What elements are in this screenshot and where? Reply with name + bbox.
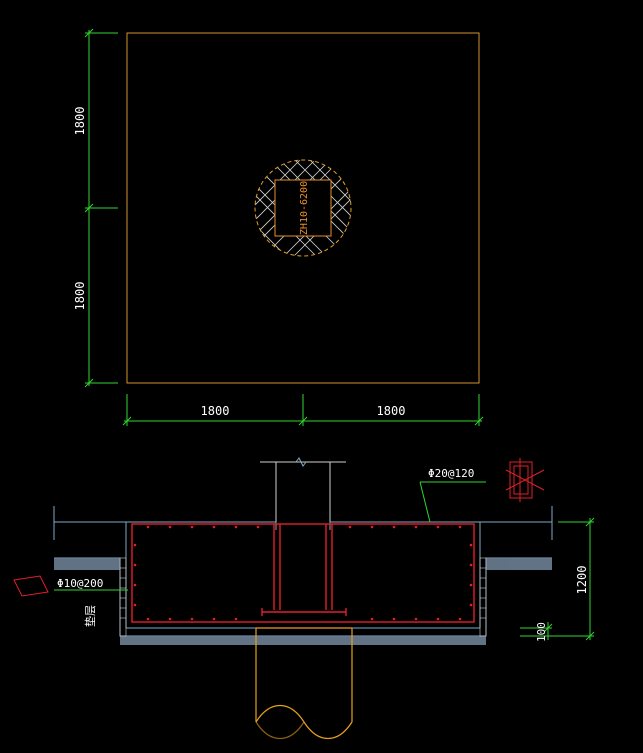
section-cut-symbol (505, 458, 545, 502)
section-view: Φ20@120 Φ10@200 垫层 1200 100 (13, 457, 595, 739)
ground-slab-line (53, 506, 553, 540)
brick-wall-right (479, 557, 487, 637)
rebar-dots (133, 525, 473, 621)
pile-plan-symbol: ZH10-6200 (254, 159, 352, 257)
plan-dim-bottom-left: 1800 (201, 404, 230, 418)
pile-cap-plan-outline (126, 32, 480, 384)
plan-dim-left-top: 1800 (73, 107, 87, 136)
rebar-cage (131, 523, 475, 623)
cushion-label: 垫层 (83, 605, 97, 627)
top-rebar-label: Φ20@120 (428, 467, 474, 480)
plan-left-dimension (84, 28, 118, 388)
section-dim-cover: 100 (535, 622, 548, 642)
plan-bottom-dimension (122, 394, 484, 426)
side-rebar-leader (13, 575, 128, 597)
section-right-dimension (520, 517, 595, 641)
pile-label-box (274, 179, 332, 237)
pile-section (255, 627, 353, 739)
brick-wall-left (119, 557, 127, 637)
plan-view: ZH10-6200 1800 1800 1800 1800 (73, 28, 484, 426)
cushion-hatch (54, 558, 552, 645)
top-rebar-leader (419, 481, 486, 523)
section-dim-height: 1200 (575, 566, 589, 595)
column-stub (260, 457, 346, 522)
plan-dim-left-bottom: 1800 (73, 282, 87, 311)
plan-dim-bottom-right: 1800 (377, 404, 406, 418)
side-rebar-label: Φ10@200 (57, 577, 103, 590)
pile-label: ZH10-6200 (299, 181, 310, 235)
pile-cap-section-outline (54, 522, 552, 637)
